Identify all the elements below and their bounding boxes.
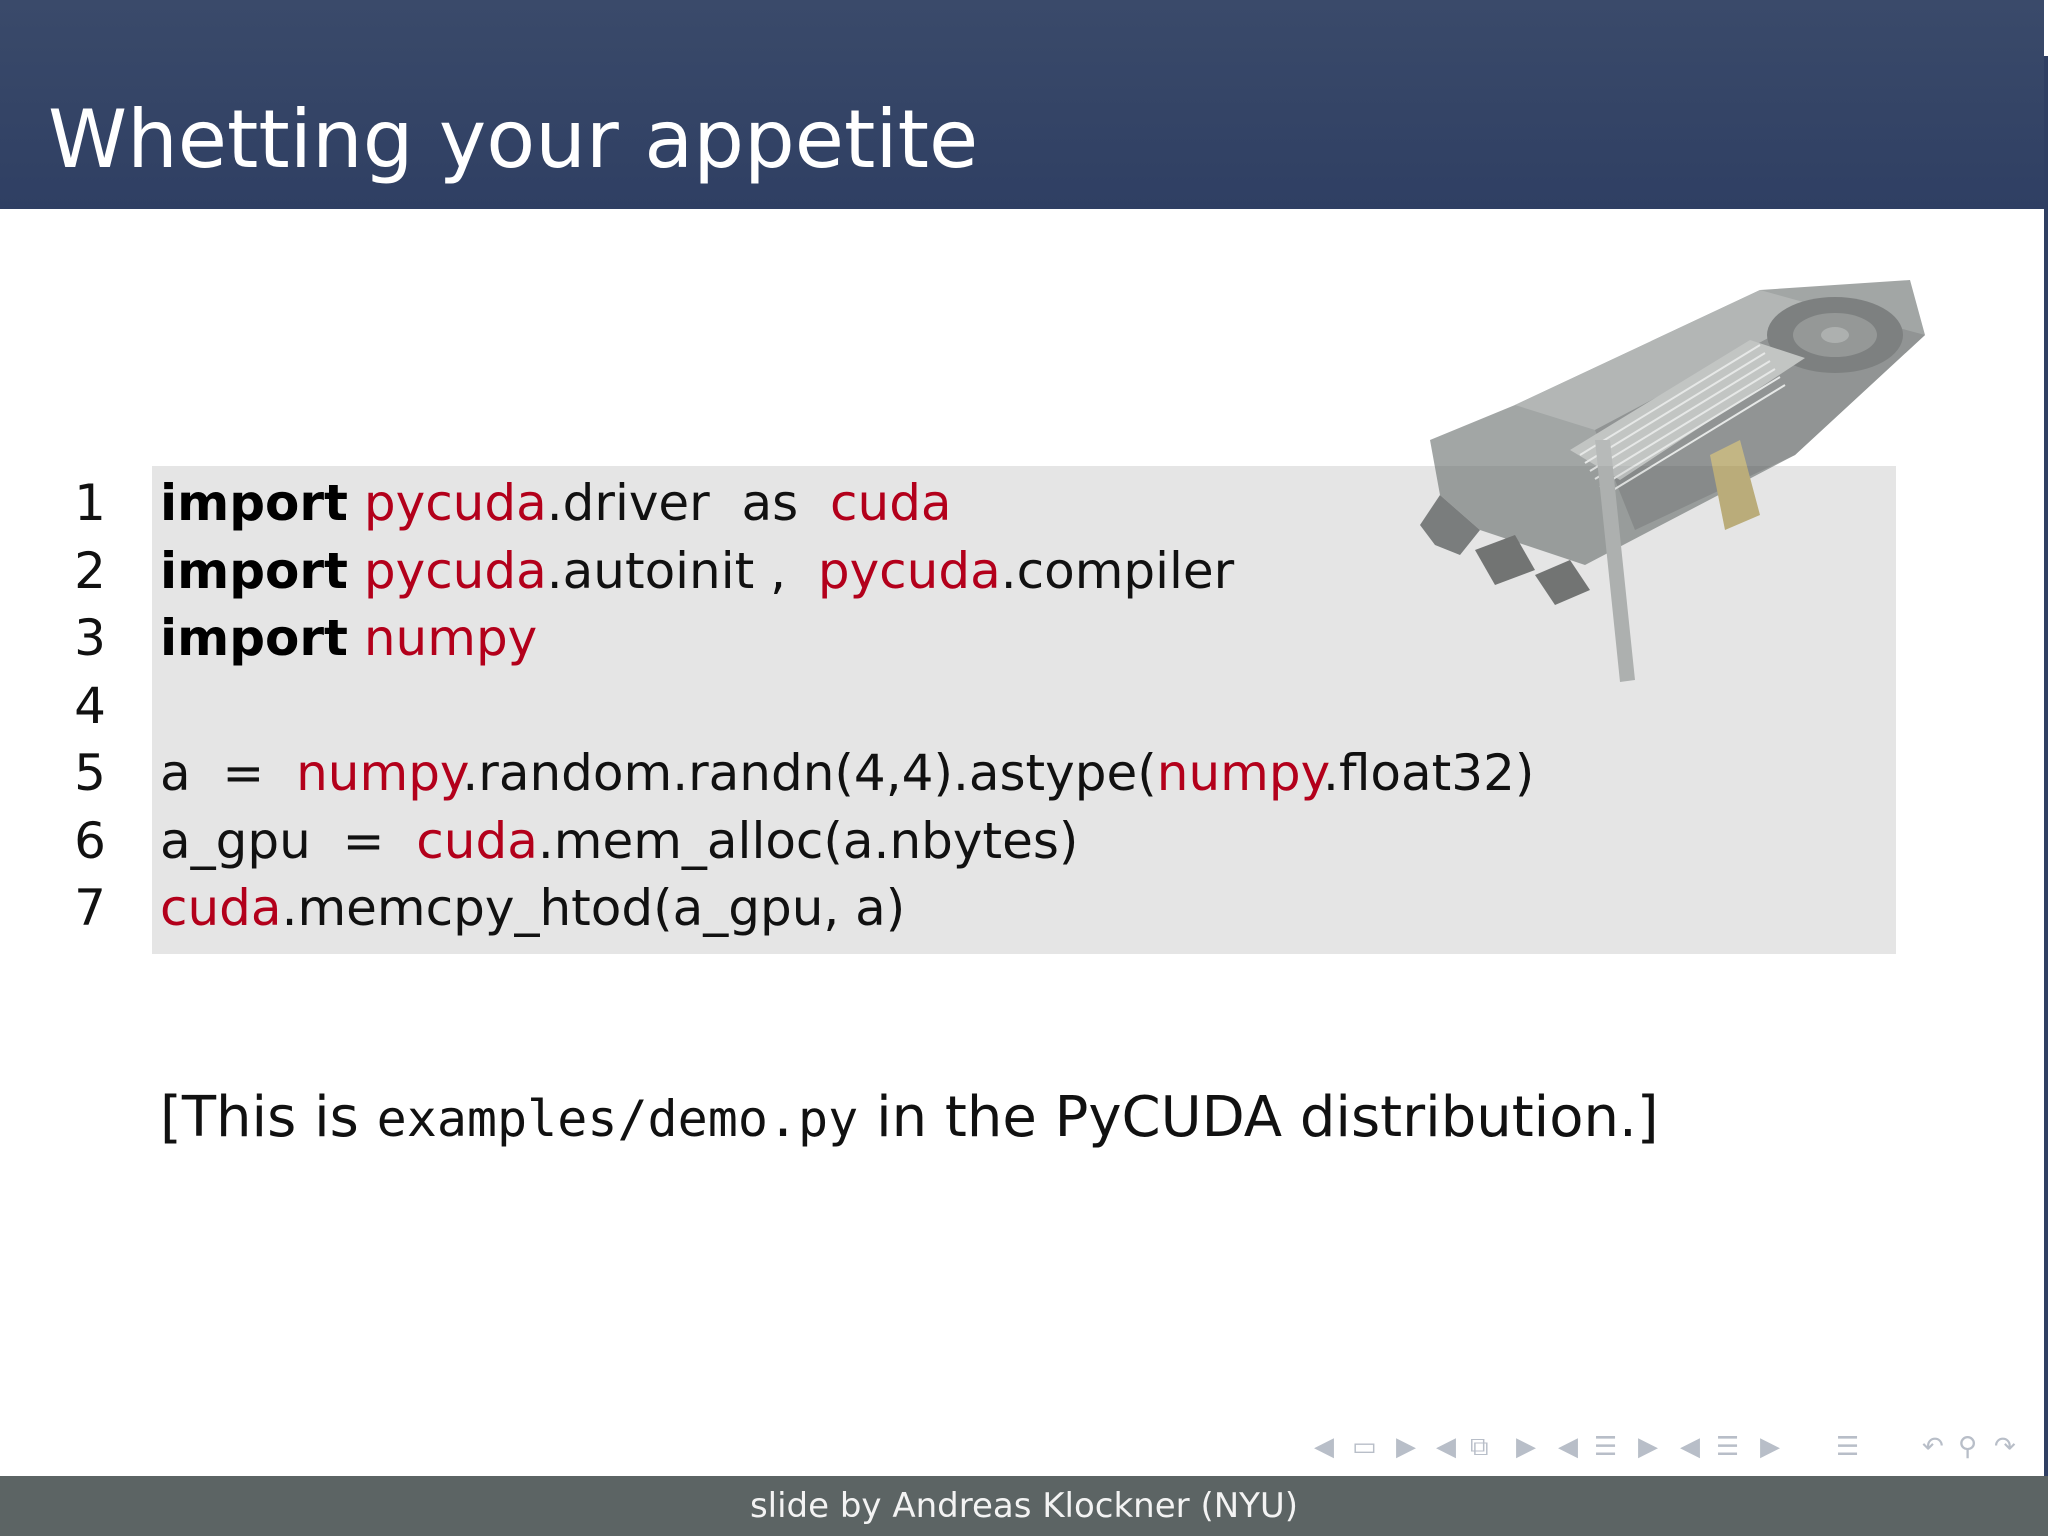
footer-credit: slide by Andreas Klockner (NYU): [749, 1486, 1299, 1526]
code-text: a =: [160, 744, 297, 802]
line-number: 1: [74, 474, 106, 532]
code-text: a_gpu =: [160, 811, 417, 870]
caption-text: [This is: [160, 1085, 377, 1150]
code-module: pycuda: [363, 474, 547, 532]
code-module: pycuda: [817, 541, 1001, 600]
code-text: .compiler: [1000, 541, 1235, 600]
code-keyword: import: [160, 474, 348, 532]
slide-title: Whetting your appetite: [48, 93, 979, 186]
subsection-icon[interactable]: ⧉: [1470, 1432, 1489, 1462]
caption-code: examples/demo.py: [376, 1090, 859, 1148]
code-module: cuda: [416, 811, 538, 870]
code-line: cuda.memcpy_htod(a_gpu, a): [160, 875, 1534, 943]
caption-text: in the PyCUDA distribution.]: [858, 1085, 1659, 1150]
line-number: 4: [74, 676, 106, 735]
code-text: .memcpy_htod(a_gpu, a): [281, 879, 906, 937]
beamer-navigation: ◀ ▭ ▶ ◀ ⧉ ▶ ◀ ☰ ▶ ◀ ☰ ▶ ☰ ↶ ⚲ ↷: [1310, 1428, 2030, 1468]
code-line-empty: [160, 673, 1534, 741]
slide-caption: [This is examples/demo.py in the PyCUDA …: [160, 1078, 1659, 1159]
code-module: numpy: [1156, 744, 1324, 802]
code-module: cuda: [830, 474, 952, 532]
code-line-numbers: 1 2 3 4 5 6 7: [60, 470, 120, 943]
code-text: .random.randn(4,4).astype(: [462, 744, 1157, 802]
code-module: numpy: [296, 744, 463, 802]
code-line: import pycuda.driver as cuda: [160, 470, 1534, 538]
appendix-icon[interactable]: ☰: [1836, 1432, 1860, 1462]
gpu-card-shape: [1420, 280, 1925, 682]
code-text: .float32): [1323, 744, 1535, 802]
triangle-right-icon[interactable]: ▶: [1760, 1432, 1780, 1462]
code-text: .driver as: [546, 474, 831, 532]
code-text: .autoinit ,: [546, 541, 818, 600]
presentation-icon[interactable]: ☰: [1716, 1432, 1740, 1462]
code-line: a_gpu = cuda.mem_alloc(a.nbytes): [160, 808, 1534, 876]
code-keyword: import: [160, 541, 348, 600]
triangle-right-icon[interactable]: ▶: [1516, 1432, 1536, 1462]
slide-right-edge: [2044, 56, 2048, 1476]
forward-icon[interactable]: ↷: [1994, 1432, 2016, 1462]
line-number: 5: [74, 744, 106, 802]
line-number: 7: [74, 879, 106, 937]
triangle-right-icon[interactable]: ▶: [1396, 1432, 1416, 1462]
line-number: 3: [74, 609, 106, 667]
code-module: numpy: [363, 609, 538, 667]
triangle-left-icon[interactable]: ◀: [1436, 1432, 1456, 1462]
code-line: import pycuda.autoinit , pycuda.compiler: [160, 538, 1534, 606]
code-module: cuda: [160, 879, 282, 937]
search-icon[interactable]: ⚲: [1958, 1432, 1978, 1462]
code-block: import pycuda.driver as cuda import pycu…: [160, 470, 1534, 943]
line-number: 2: [74, 541, 106, 600]
code-text: .mem_alloc(a.nbytes): [537, 811, 1079, 870]
triangle-left-icon[interactable]: ◀: [1680, 1432, 1700, 1462]
frame-icon[interactable]: ▭: [1352, 1432, 1377, 1462]
back-icon[interactable]: ↶: [1922, 1432, 1944, 1462]
code-line: a = numpy.random.randn(4,4).astype(numpy…: [160, 740, 1534, 808]
gpu-card-image: [1420, 280, 1925, 682]
triangle-left-icon[interactable]: ◀: [1314, 1432, 1334, 1462]
section-icon[interactable]: ☰: [1594, 1432, 1618, 1462]
triangle-left-icon[interactable]: ◀: [1558, 1432, 1578, 1462]
code-line: import numpy: [160, 605, 1534, 673]
slide-header: Whetting your appetite: [0, 0, 2044, 209]
code-keyword: import: [160, 609, 348, 667]
code-module: pycuda: [363, 541, 547, 600]
triangle-right-icon[interactable]: ▶: [1638, 1432, 1658, 1462]
line-number: 6: [74, 811, 106, 870]
slide-footer: slide by Andreas Klockner (NYU): [0, 1476, 2048, 1536]
